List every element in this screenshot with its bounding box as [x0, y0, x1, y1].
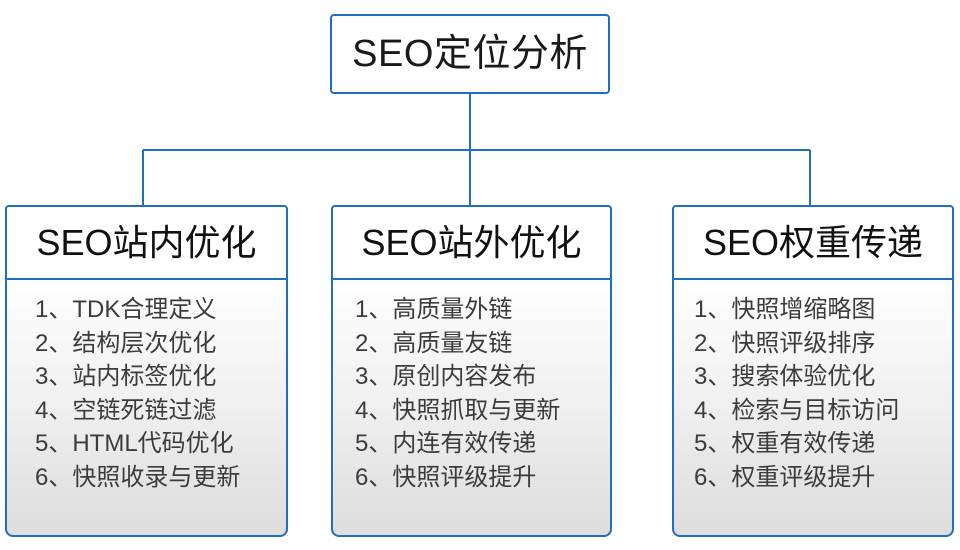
list-item: 4、空链死链过滤 [35, 396, 217, 424]
branch-header-1[interactable]: SEO站内优化 [5, 205, 288, 280]
root-node[interactable]: SEO定位分析 [330, 14, 610, 94]
list-item: 2、快照评级排序 [694, 329, 876, 357]
list-item: 1、高质量外链 [355, 296, 513, 323]
list-item: 2、结构层次优化 [35, 329, 217, 357]
list-item: 3、原创内容发布 [355, 363, 537, 390]
branch-header-2[interactable]: SEO站外优化 [331, 205, 612, 280]
list-item: 2、高质量友链 [355, 329, 513, 357]
branch-header-label-3: SEO权重传递 [702, 221, 924, 263]
branch-list-2: 1、高质量外链 2、高质量友链 3、原创内容发布 4、快照抓取与更新 5、内连有… [333, 293, 610, 494]
branch-body-3: 1、快照增缩略图 2、快照评级排序 3、搜索体验优化 4、检索与目标访问 5、权… [672, 280, 954, 537]
list-item: 6、快照评级提升 [355, 463, 537, 491]
list-item: 1、TDK合理定义 [35, 296, 217, 323]
branch-list-3: 1、快照增缩略图 2、快照评级排序 3、搜索体验优化 4、检索与目标访问 5、权… [674, 293, 952, 494]
list-item: 4、检索与目标访问 [694, 396, 900, 424]
list-item: 1、快照增缩略图 [694, 296, 876, 323]
branch-header-3[interactable]: SEO权重传递 [672, 205, 954, 280]
list-item: 4、快照抓取与更新 [355, 396, 561, 424]
list-item: 5、内连有效传递 [355, 430, 537, 457]
branch-body-1: 1、TDK合理定义 2、结构层次优化 3、站内标签优化 4、空链死链过滤 5、H… [5, 280, 288, 537]
branch-column-3[interactable]: SEO权重传递 1、快照增缩略图 2、快照评级排序 3、搜索体验优化 4、检索与… [672, 205, 954, 537]
list-item: 3、搜索体验优化 [694, 363, 876, 390]
root-node-label: SEO定位分析 [352, 33, 588, 75]
branch-column-2[interactable]: SEO站外优化 1、高质量外链 2、高质量友链 3、原创内容发布 4、快照抓取与… [331, 205, 612, 537]
branch-column-1[interactable]: SEO站内优化 1、TDK合理定义 2、结构层次优化 3、站内标签优化 4、空链… [5, 205, 288, 537]
list-item: 3、站内标签优化 [35, 363, 217, 390]
list-item: 6、权重评级提升 [694, 463, 876, 491]
branch-body-2: 1、高质量外链 2、高质量友链 3、原创内容发布 4、快照抓取与更新 5、内连有… [331, 280, 612, 537]
list-item: 5、权重有效传递 [694, 430, 876, 457]
branch-header-label-2: SEO站外优化 [361, 221, 582, 263]
list-item: 5、HTML代码优化 [35, 430, 234, 457]
branch-header-label-1: SEO站内优化 [36, 221, 257, 263]
list-item: 6、快照收录与更新 [35, 463, 241, 491]
branch-list-1: 1、TDK合理定义 2、结构层次优化 3、站内标签优化 4、空链死链过滤 5、H… [7, 293, 286, 494]
